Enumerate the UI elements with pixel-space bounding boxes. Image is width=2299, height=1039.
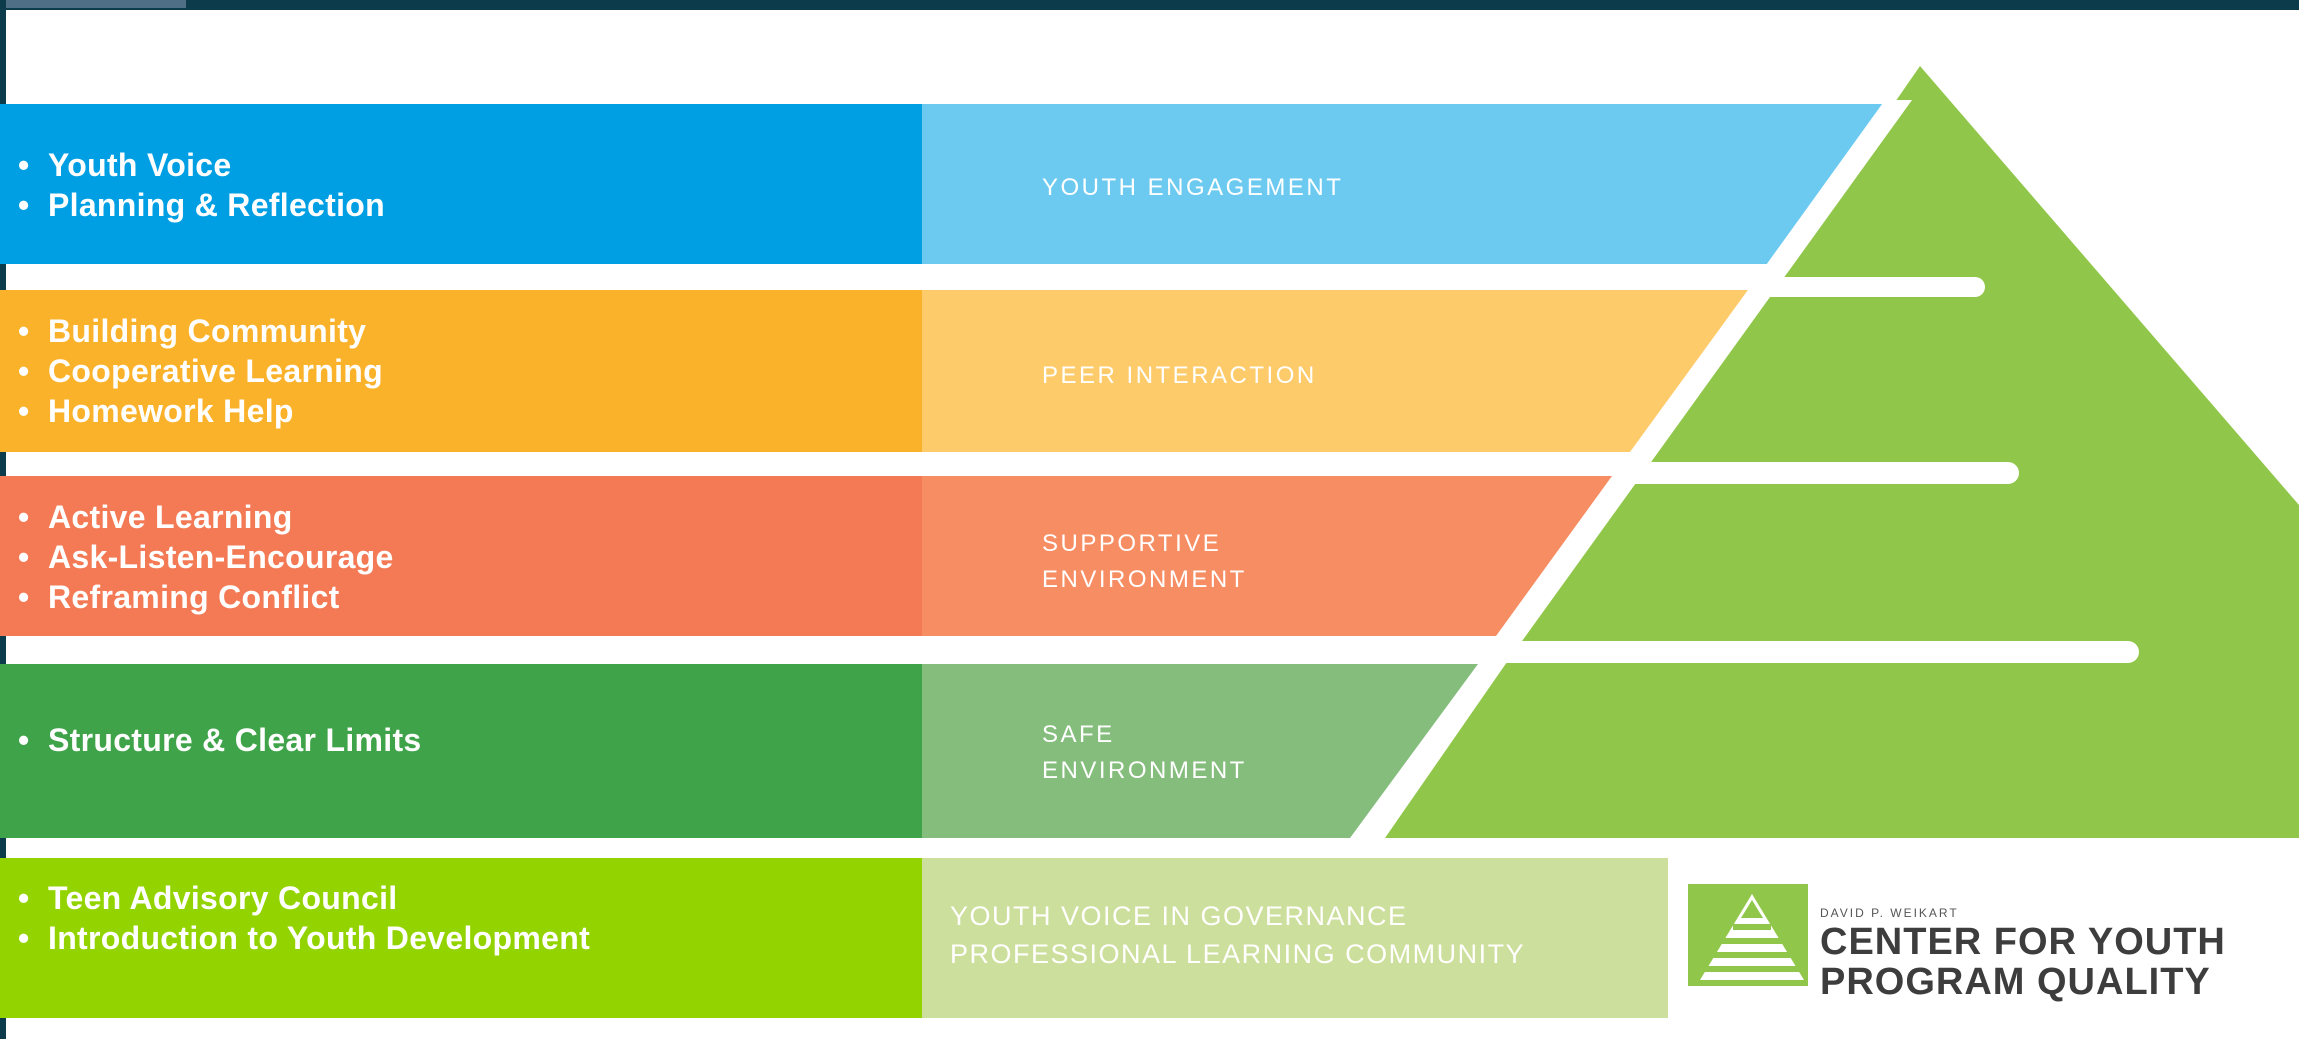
band-4-title: SAFE ENVIRONMENT [1042,721,1247,784]
list-item: •Cooperative Learning [18,353,383,389]
logo-subtitle: DAVID P. WEIKART [1820,906,1959,920]
pyramid-divider-3 [1480,641,2139,663]
top-frame-accent [0,0,186,8]
logo-title: CENTER FOR YOUTH PROGRAM QUALITY [1820,921,2226,1003]
band-2-title: PEER INTERACTION [1042,362,1317,389]
logo-pyramid-icon [1688,884,1808,986]
list-item: •Homework Help [18,393,294,429]
list-item: •Building Community [18,313,367,349]
list-item: •Active Learning [18,499,293,535]
band-youth-engagement-dark [0,104,922,264]
list-item: •Structure & Clear Limits [18,722,422,758]
pyramid-divider-1 [1756,277,1985,297]
band-peer-interaction-dark [0,290,922,452]
band-5-list: •Teen Advisory Council •Introduction to … [0,878,590,958]
band-governance-light [922,858,1668,1018]
band-supportive-environment-light [922,476,1612,636]
band-4-list: •Structure & Clear Limits [0,720,422,760]
band-5-title: YOUTH VOICE IN GOVERNANCE PROFESSIONAL L… [950,901,1526,969]
band-peer-interaction-light [922,290,1748,452]
list-item: •Reframing Conflict [18,579,340,615]
band-safe-environment-light [922,664,1478,838]
pyramid-diagonal-divider [1348,100,1912,845]
band-1-list: •Youth Voice •Planning & Reflection [0,145,385,225]
list-item: •Teen Advisory Council [18,880,398,916]
band-1-title: YOUTH ENGAGEMENT [1042,174,1344,201]
band-youth-engagement-light [922,104,1885,264]
band-governance-dark [0,858,922,1018]
list-item: •Introduction to Youth Development [18,920,591,956]
band-supportive-environment-dark [0,476,922,636]
band-2-list: •Building Community •Cooperative Learnin… [0,311,383,431]
list-item: •Planning & Reflection [18,187,385,223]
top-frame-bar [0,0,2299,10]
list-item: •Ask-Listen-Encourage [18,539,394,575]
list-item: •Youth Voice [18,147,232,183]
pyramid-divider-2 [1614,462,2019,484]
band-3-list: •Active Learning •Ask-Listen-Encourage •… [0,497,394,617]
band-3-title: SUPPORTIVE ENVIRONMENT [1042,530,1247,593]
band-safe-environment-dark [0,664,922,838]
